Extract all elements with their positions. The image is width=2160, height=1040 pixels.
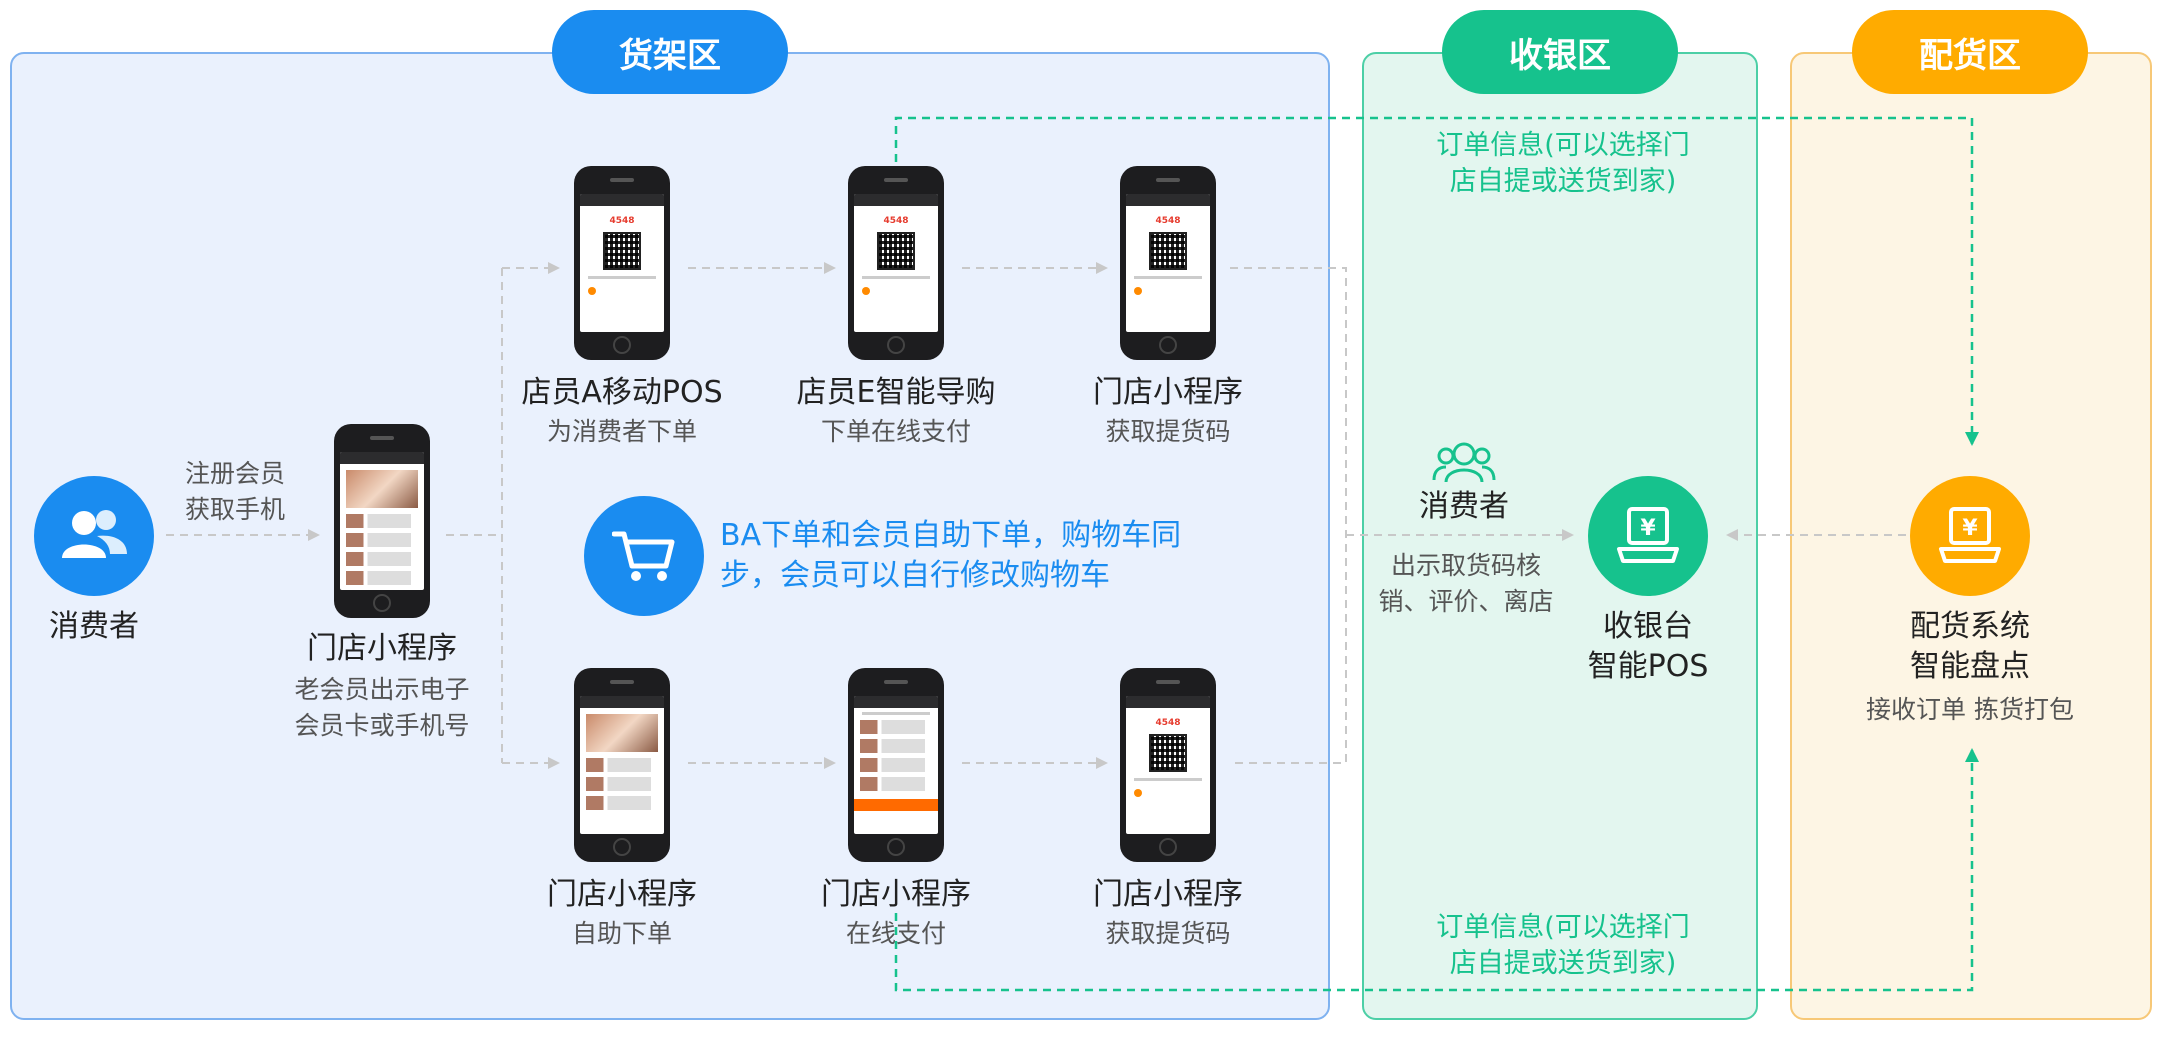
svg-text:¥: ¥ — [1962, 516, 1978, 541]
top-3-title: 门店小程序 — [1093, 375, 1243, 410]
distribution-register-icon: ¥ — [1939, 507, 2001, 563]
cart-note: BA下单和会员自助下单，购物车同步，会员可以自行修改购物车 — [720, 518, 1182, 593]
pos-title-line1: 收银台 — [1603, 609, 1693, 644]
phone-top-3: 4548 — [1120, 166, 1216, 360]
phone-bottom-3: 4548 — [1120, 668, 1216, 862]
phone-screen — [854, 696, 938, 834]
bottom-2-title: 门店小程序 — [821, 877, 971, 912]
users-outline-icon — [1432, 442, 1496, 483]
dist-title-line2: 智能盘点 — [1910, 649, 2030, 684]
dist-desc: 接收订单 拣货打包 — [1866, 695, 2074, 724]
register-note-line2: 获取手机 — [184, 495, 285, 524]
zone-cashier-title: 收银区 — [1442, 10, 1678, 94]
top-2-title: 店员E智能导购 — [796, 375, 996, 410]
order-info-top-line2: 店自提或送货到家) — [1449, 166, 1677, 197]
cart-icon-circle — [584, 496, 704, 616]
top-3-desc: 获取提货码 — [1105, 417, 1231, 446]
order-info-bottom-line1: 订单信息(可以选择门 — [1436, 912, 1690, 943]
bottom-3-title: 门店小程序 — [1093, 877, 1243, 912]
phone-mini-main — [334, 424, 430, 618]
arrow-order-top — [894, 116, 1979, 446]
bottom-3-desc: 获取提货码 — [1105, 919, 1231, 948]
mini-main-desc-line1: 老会员出示电子 — [294, 675, 470, 704]
bottom-2-desc: 在线支付 — [845, 919, 946, 948]
mini-main-desc-line2: 会员卡或手机号 — [294, 711, 470, 740]
svg-text:¥: ¥ — [1640, 516, 1656, 541]
cashier-consumer-desc-line1: 出示取货码核 — [1390, 551, 1541, 580]
order-info-top-line1: 订单信息(可以选择门 — [1436, 130, 1690, 161]
top-1-desc: 为消费者下单 — [546, 417, 697, 446]
phone-screen — [580, 696, 664, 834]
consumer-icon-circle — [34, 476, 154, 596]
zone-distribution-title: 配货区 — [1852, 10, 2088, 94]
phone-screen: 4548 — [1126, 696, 1210, 834]
register-note-line1: 注册会员 — [184, 459, 285, 488]
dist-title-line1: 配货系统 — [1910, 609, 2030, 644]
phone-top-2: 4548 — [848, 166, 944, 360]
phone-bottom-1 — [574, 668, 670, 862]
zone-shelf-title: 货架区 — [552, 10, 788, 94]
phone-screen — [340, 452, 424, 590]
users-icon — [62, 510, 127, 558]
pos-icon-circle: ¥ — [1588, 476, 1708, 596]
dist-icon-circle: ¥ — [1910, 476, 2030, 596]
phone-screen: 4548 — [1126, 194, 1210, 332]
cart-icon — [612, 531, 675, 581]
cash-register-icon: ¥ — [1617, 507, 1679, 563]
bottom-1-desc: 自助下单 — [571, 919, 672, 948]
phone-top-1: 4548 — [574, 166, 670, 360]
order-info-bottom-line2: 店自提或送货到家) — [1449, 948, 1677, 979]
pos-title-line2: 智能POS — [1587, 649, 1709, 684]
mini-main-title: 门店小程序 — [307, 631, 457, 666]
top-1-title: 店员A移动POS — [521, 375, 723, 410]
phone-screen: 4548 — [854, 194, 938, 332]
line-top-out — [1230, 267, 1347, 764]
phone-screen: 4548 — [580, 194, 664, 332]
cashier-consumer-desc-line2: 销、评价、离店 — [1378, 587, 1554, 616]
consumer-label: 消费者 — [49, 609, 139, 644]
bottom-1-title: 门店小程序 — [547, 877, 697, 912]
top-2-desc: 下单在线支付 — [820, 417, 971, 446]
phone-bottom-2 — [848, 668, 944, 862]
cashier-consumer-title: 消费者 — [1419, 489, 1509, 524]
